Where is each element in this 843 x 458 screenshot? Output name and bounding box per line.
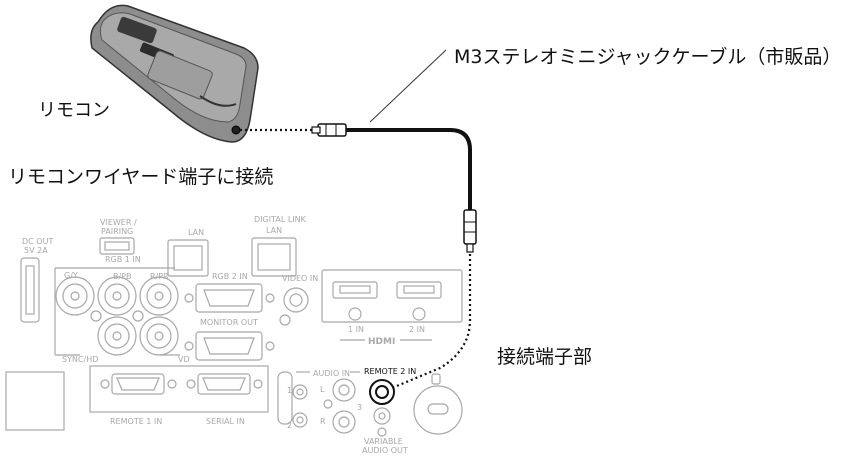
security-lock <box>413 385 463 435</box>
dotted-link-terminal <box>391 254 472 390</box>
serial-in-port <box>197 373 251 395</box>
svg-text:VIDEO IN: VIDEO IN <box>282 274 318 283</box>
plug-left <box>317 123 347 137</box>
svg-text:SYNC/HD: SYNC/HD <box>62 355 98 364</box>
remote2-in-port <box>369 379 395 405</box>
cable <box>240 49 477 390</box>
svg-text:SERIAL IN: SERIAL IN <box>206 417 245 426</box>
svg-text:3: 3 <box>357 403 362 412</box>
remote-control <box>90 4 259 143</box>
svg-text:MONITOR OUT: MONITOR OUT <box>200 318 258 327</box>
bnc-connectors <box>55 276 179 356</box>
svg-text:RGB 1 IN: RGB 1 IN <box>105 255 141 264</box>
cable-label: M3ステレオミニジャックケーブル（市販品） <box>454 46 842 68</box>
svg-text:DIGITAL LINK: DIGITAL LINK <box>254 215 307 224</box>
plug-bottom <box>463 209 477 245</box>
svg-text:LAN: LAN <box>188 228 204 237</box>
serial-remote-box <box>89 365 269 413</box>
dc-out-usb-port <box>20 257 40 323</box>
svg-text:R: R <box>320 417 326 426</box>
svg-text:1: 1 <box>287 386 292 395</box>
remote-label: リモコン <box>38 100 110 121</box>
cable-line <box>346 128 472 210</box>
remote1-in-port <box>111 373 165 395</box>
svg-text:B/PB: B/PB <box>113 272 132 281</box>
rgb2-in-port <box>195 283 263 313</box>
remote2-in-label: REMOTE 2 IN <box>364 367 416 376</box>
hdmi-block <box>321 269 463 323</box>
viewer-pairing-port <box>99 237 135 255</box>
dc-out-label: DC OUT <box>22 237 53 246</box>
wired-terminal-label: リモコンワイヤード端子に接続 <box>8 166 274 188</box>
svg-text:RGB 2 IN: RGB 2 IN <box>212 272 248 281</box>
hdmi-2-port <box>396 281 442 299</box>
connection-terminal-label: 接続端子部 <box>497 346 593 368</box>
svg-text:5V 2A: 5V 2A <box>24 246 48 255</box>
svg-text:G/Y: G/Y <box>64 271 78 280</box>
cable-leader-line <box>369 49 447 123</box>
svg-text:REMOTE 1 IN: REMOTE 1 IN <box>110 417 162 426</box>
digital-link-port <box>251 237 297 277</box>
hdmi-1-port <box>332 281 378 299</box>
video-in-port <box>283 287 309 313</box>
svg-text:LAN: LAN <box>266 226 282 235</box>
blank-square <box>5 371 65 431</box>
lan-port <box>167 239 209 277</box>
svg-text:AUDIO OUT: AUDIO OUT <box>362 446 408 454</box>
svg-text:2 IN: 2 IN <box>409 325 425 334</box>
svg-text:L: L <box>320 385 325 394</box>
svg-text:1 IN: 1 IN <box>348 325 364 334</box>
svg-text:PAIRING: PAIRING <box>101 227 133 236</box>
svg-text:AUDIO IN: AUDIO IN <box>313 369 350 378</box>
svg-text:VARIABLE: VARIABLE <box>364 437 403 446</box>
connector-panel: DC OUT 5V 2A VIEWER / PAIRING LAN DIGITA… <box>5 215 463 455</box>
svg-text:HDMI: HDMI <box>368 337 395 347</box>
svg-text:VD: VD <box>178 355 190 364</box>
svg-text:VIEWER /: VIEWER / <box>100 218 137 227</box>
monitor-out-port <box>195 331 263 361</box>
svg-text:2: 2 <box>287 421 292 430</box>
